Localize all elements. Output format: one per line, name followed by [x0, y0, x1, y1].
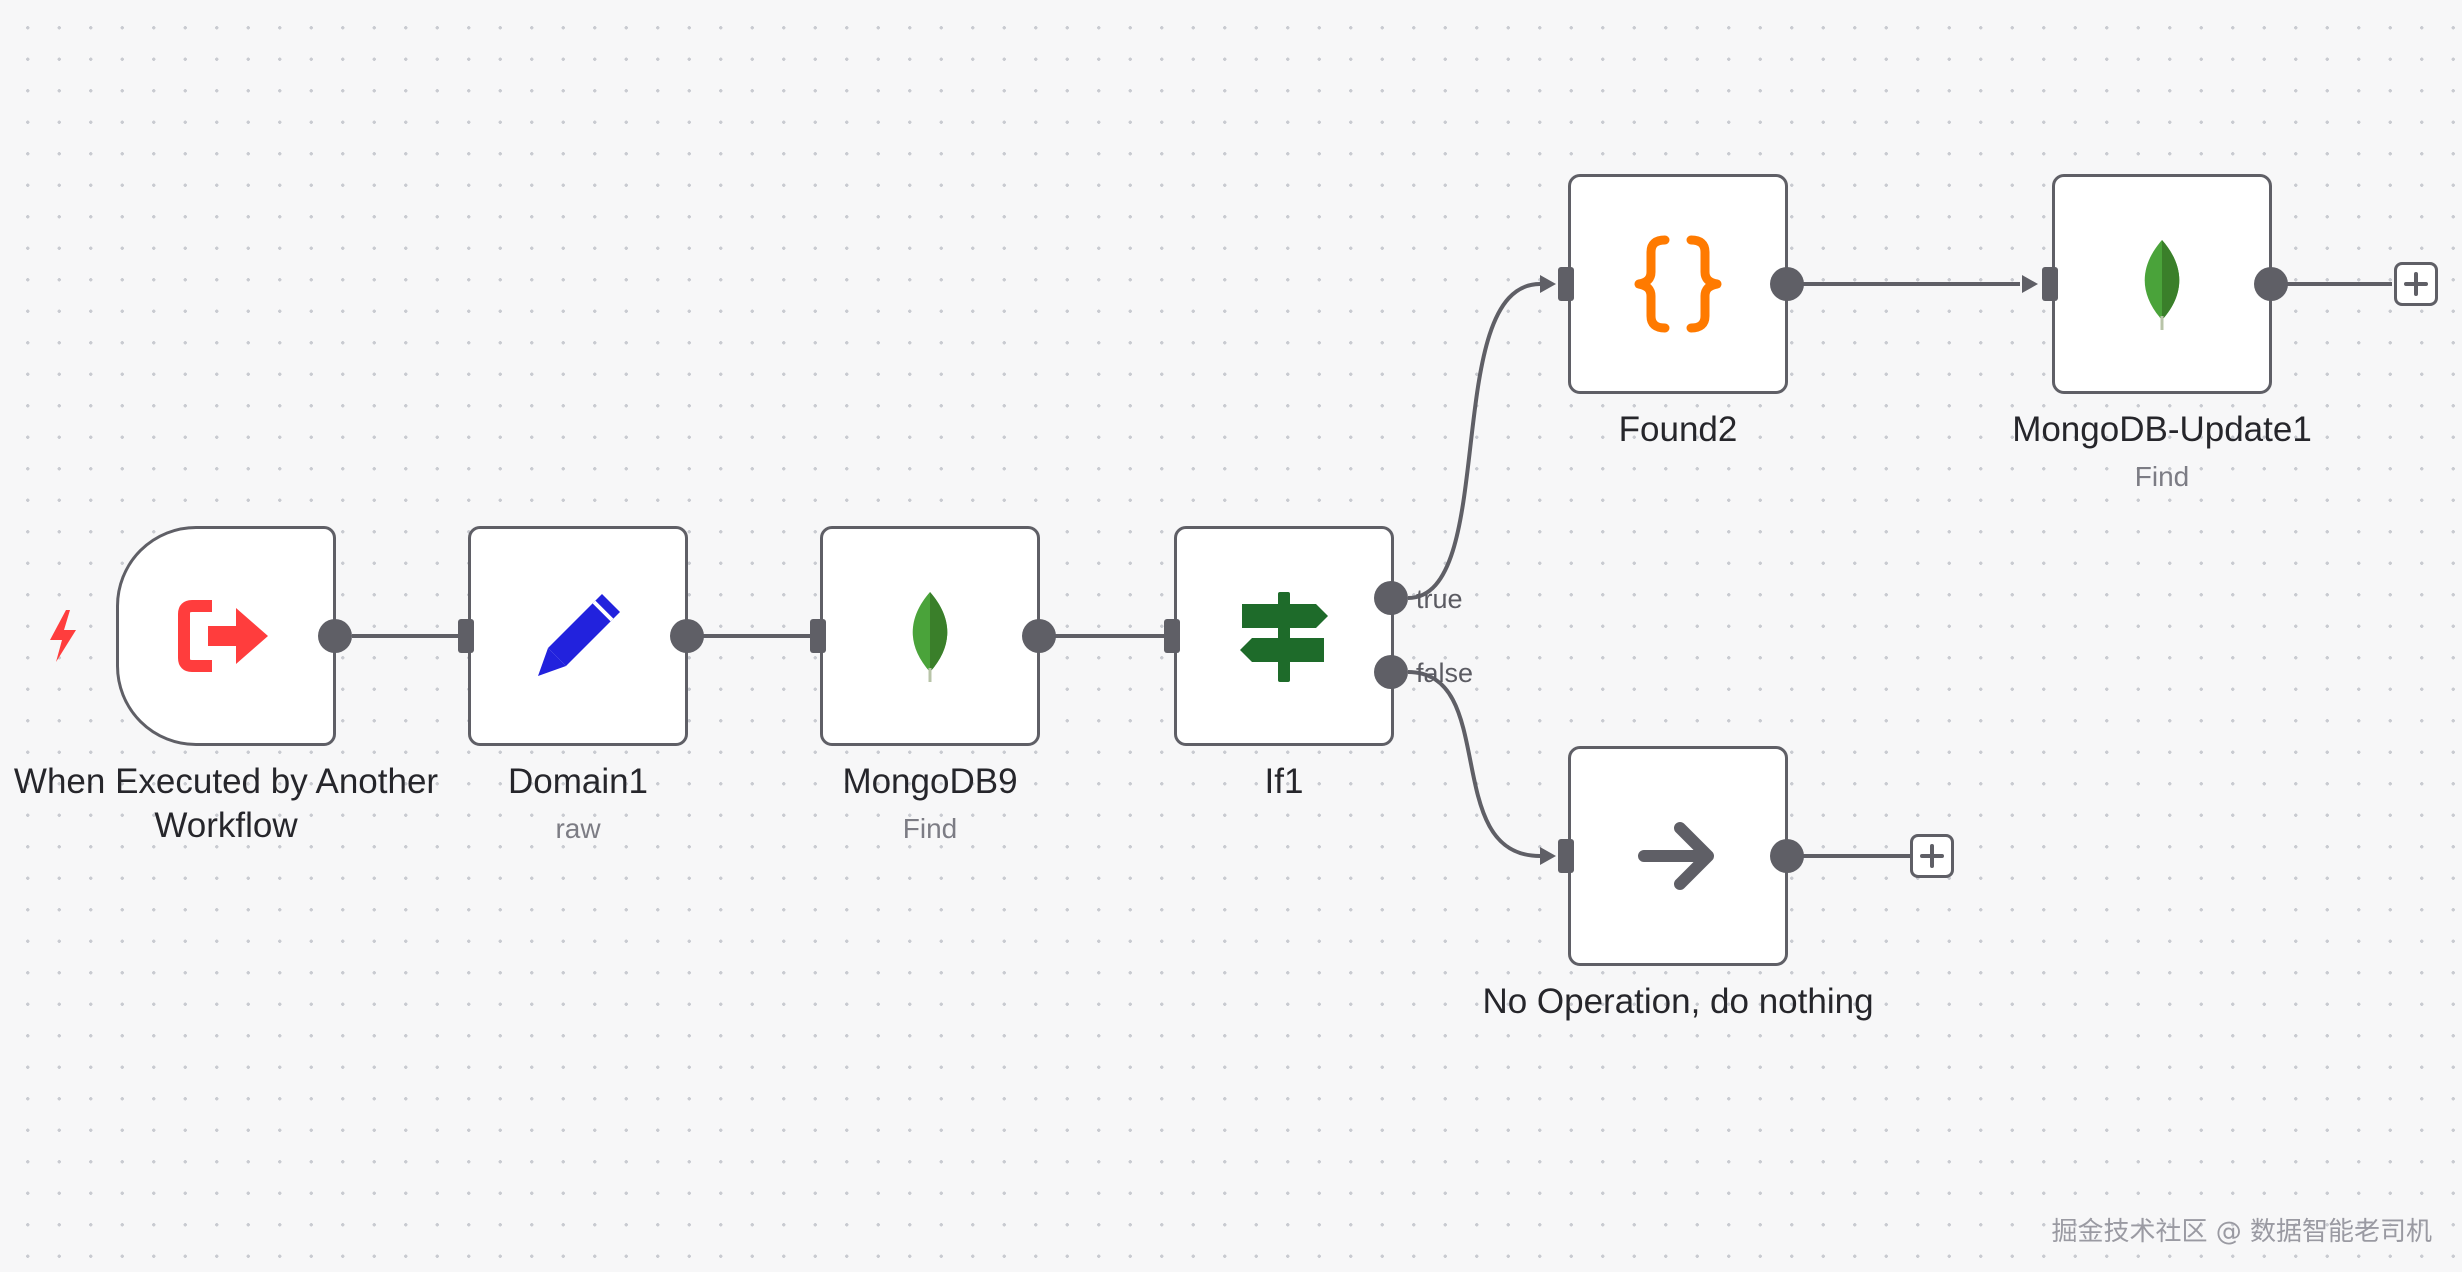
arrow-right-icon: [1638, 822, 1714, 890]
node-label: If1: [1264, 762, 1304, 801]
pencil-icon: [538, 594, 620, 676]
watermark: 掘金技术社区 @ 数据智能老司机: [2051, 1217, 2432, 1247]
node-no-operation[interactable]: [1568, 746, 1788, 966]
mongodb-leaf-icon: [912, 592, 948, 682]
node-when-executed-by-another-workflow[interactable]: [116, 526, 336, 746]
node-found2[interactable]: [1568, 174, 1788, 394]
output-handle[interactable]: [1022, 619, 1056, 653]
signpost-icon: [1240, 592, 1328, 682]
output-handle[interactable]: [1770, 267, 1804, 301]
false-output-handle[interactable]: [1374, 655, 1408, 689]
node-mongodb9[interactable]: [820, 526, 1040, 746]
output-handle[interactable]: [318, 619, 352, 653]
node-sublabel: raw: [555, 813, 601, 844]
input-handle[interactable]: [1558, 267, 1574, 301]
node-label: MongoDB-Update1: [2012, 410, 2312, 449]
node-label: MongoDB9: [842, 762, 1018, 801]
input-handle[interactable]: [2042, 267, 2058, 301]
add-node-button[interactable]: [1910, 834, 1954, 878]
sign-out-icon: [178, 600, 268, 672]
node-mongodb-update1[interactable]: [2052, 174, 2272, 394]
lightning-bolt-icon: [50, 610, 76, 662]
output-handle[interactable]: [2254, 267, 2288, 301]
plus-icon: [2404, 272, 2428, 296]
node-label: No Operation, do nothing: [1482, 982, 1874, 1021]
node-label: Found2: [1618, 410, 1738, 449]
output-handle[interactable]: [670, 619, 704, 653]
node-sublabel: Find: [2134, 461, 2190, 492]
true-branch-label: true: [1416, 584, 1463, 614]
true-output-handle[interactable]: [1374, 581, 1408, 615]
curly-braces-icon: [1634, 235, 1722, 333]
input-handle[interactable]: [458, 619, 474, 653]
add-node-button[interactable]: [2394, 262, 2438, 306]
output-handle[interactable]: [1770, 839, 1804, 873]
plus-icon: [1920, 844, 1944, 868]
node-domain1[interactable]: [468, 526, 688, 746]
edge-if1-true-to-found2[interactable]: [1407, 282, 1541, 600]
arrowhead: [1540, 275, 1556, 293]
edge-if1-false-to-noop[interactable]: [1407, 670, 1541, 858]
node-label: When Executed by Another Workflow: [13, 762, 439, 845]
node-label: Domain1: [507, 762, 649, 801]
false-branch-label: false: [1416, 658, 1474, 688]
arrowhead: [2022, 275, 2038, 293]
node-sublabel: Find: [902, 813, 958, 844]
input-handle[interactable]: [1164, 619, 1180, 653]
input-handle[interactable]: [1558, 839, 1574, 873]
arrowhead: [1540, 847, 1556, 865]
node-if1[interactable]: [1174, 526, 1394, 746]
mongodb-leaf-icon: [2144, 240, 2180, 330]
input-handle[interactable]: [810, 619, 826, 653]
